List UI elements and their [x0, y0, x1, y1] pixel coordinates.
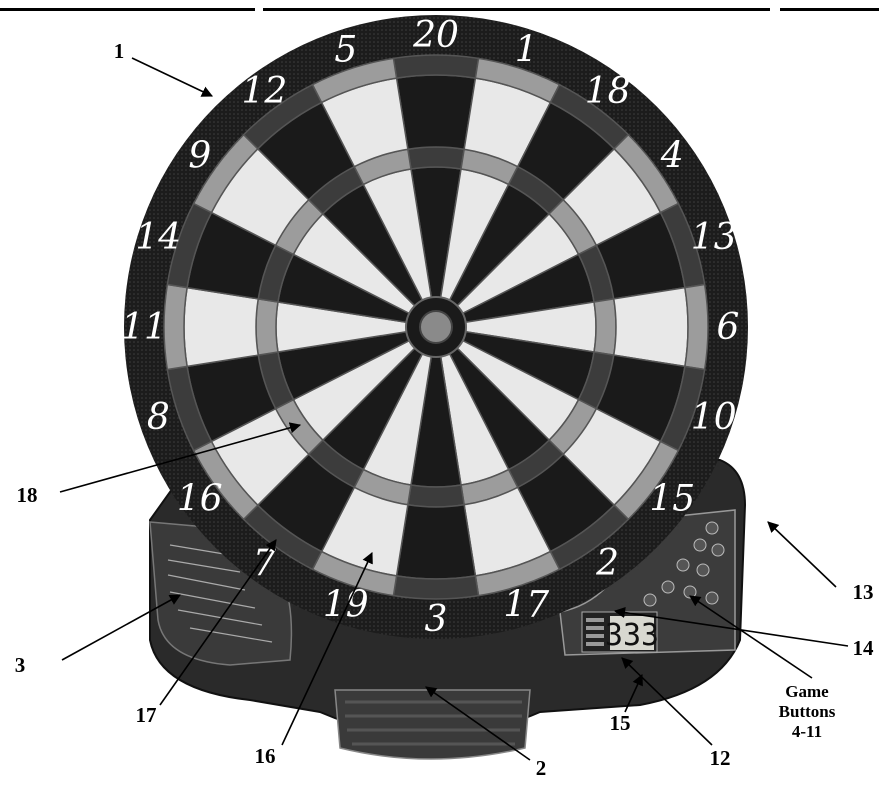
bullseye	[420, 311, 452, 343]
arrow-1	[132, 58, 212, 96]
game-button-11[interactable]	[706, 592, 718, 604]
top-rule	[0, 8, 879, 11]
number-label-12: 12	[241, 71, 287, 112]
number-label-5: 5	[334, 29, 357, 70]
number-label-10: 10	[691, 397, 737, 438]
number-label-2: 2	[595, 543, 619, 584]
number-label-17: 17	[503, 585, 549, 626]
number-label-1: 1	[515, 29, 538, 70]
number-label-11: 11	[121, 307, 167, 348]
callout-16: 16	[255, 744, 276, 768]
segment-3-double	[393, 576, 478, 599]
number-label-8: 8	[147, 397, 170, 438]
number-label-19: 19	[323, 585, 369, 626]
segment-6-triple	[594, 299, 616, 355]
segment-11-single-outer	[184, 288, 258, 367]
speaker-grille	[335, 690, 530, 759]
number-label-18: 18	[585, 71, 631, 112]
segment-20-single-outer	[397, 75, 476, 149]
segment-11-triple	[256, 299, 278, 355]
callout-1: 1	[114, 39, 125, 63]
callout-13: 13	[853, 580, 874, 604]
dartboard-face: 20 1 18 413 6 10 15 2 17 3 19 7 168 11 149 12 5	[121, 15, 748, 640]
game-button-4[interactable]	[706, 522, 718, 534]
game-button-7[interactable]	[677, 559, 689, 571]
number-label-16: 16	[177, 479, 223, 520]
number-label-9: 9	[188, 135, 211, 176]
top-rule-gap	[255, 8, 263, 11]
callout-17: 17	[136, 703, 157, 727]
arrow-13	[768, 522, 836, 587]
game-button-6[interactable]	[712, 544, 724, 556]
callout-14: 14	[853, 636, 875, 660]
game-buttons-label-2: Buttons	[779, 702, 836, 721]
callout-2: 2	[536, 756, 547, 780]
number-label-3: 3	[425, 599, 448, 640]
segment-3-single-outer	[397, 505, 476, 579]
game-button-9[interactable]	[662, 581, 674, 593]
segment-6-double	[685, 284, 708, 369]
segment-20-double	[393, 55, 478, 78]
game-buttons-label-1: Game	[785, 682, 829, 701]
game-buttons-label-3: 4-11	[792, 722, 822, 741]
number-label-6: 6	[717, 307, 740, 348]
number-label-13: 13	[691, 217, 737, 258]
game-button-12[interactable]	[644, 594, 656, 606]
segment-3-triple	[408, 485, 464, 507]
segment-20-triple	[408, 147, 464, 169]
number-label-20: 20	[412, 15, 459, 56]
segment-11-double	[164, 284, 187, 369]
number-label-4: 4	[660, 135, 684, 176]
callout-18: 18	[17, 483, 38, 507]
game-button-5[interactable]	[694, 539, 706, 551]
callout-15: 15	[610, 711, 631, 735]
segment-6-single-outer	[614, 288, 688, 367]
callout-3: 3	[15, 653, 26, 677]
game-button-8[interactable]	[697, 564, 709, 576]
callout-12: 12	[710, 746, 731, 770]
number-label-7: 7	[253, 543, 276, 584]
number-label-15: 15	[649, 479, 695, 520]
lcd-value: 333	[605, 618, 659, 653]
top-rule-gap-right	[770, 8, 780, 11]
number-label-14: 14	[135, 217, 181, 258]
